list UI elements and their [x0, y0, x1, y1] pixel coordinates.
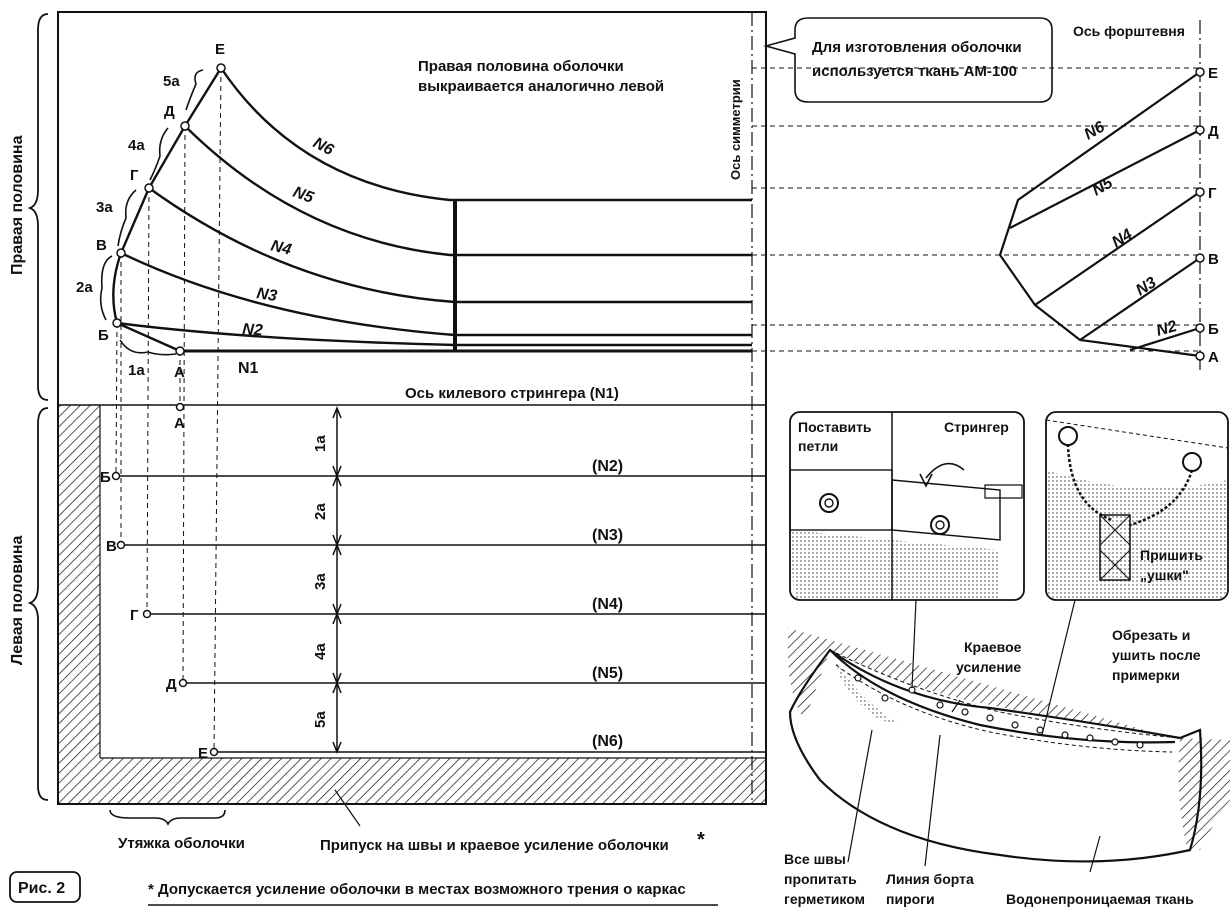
- stem-point-g: Г: [1208, 185, 1217, 202]
- allowance-asterisk: *: [697, 829, 705, 851]
- stringer-curve-n4: [148, 187, 752, 304]
- interval-label-2a: 2а: [76, 279, 93, 296]
- loops-detail-inset: [789, 411, 1025, 601]
- stem-stringer-n5: N5: [1090, 174, 1117, 199]
- dim-label-2a: 2а: [312, 503, 329, 520]
- allowance-label: Припуск на швы и краевое усиление оболоч…: [320, 837, 669, 854]
- figure-label: Рис. 2: [18, 880, 65, 897]
- point-label-g: Г: [130, 167, 139, 184]
- left-stringer-n2: (N2): [592, 458, 623, 475]
- stem-stringer-n4: N4: [1109, 226, 1135, 251]
- pattern-frame: [57, 11, 767, 805]
- interval-label-1a: 1а: [128, 362, 145, 379]
- right-half-brace: [27, 13, 49, 401]
- fabric-note-line1: Для изготовления оболочки: [812, 39, 1022, 56]
- left-stringer-n4: (N4): [592, 596, 623, 613]
- stem-point-d: Д: [1208, 123, 1219, 140]
- right-half-label: Правая половина: [9, 135, 26, 275]
- shrink-label: Утяжка оболочки: [118, 835, 245, 852]
- seams-label-line3: герметиком: [784, 891, 865, 907]
- waterproof-label: Водонепроницаемая ткань: [1006, 891, 1194, 907]
- left-half-label: Левая половина: [9, 535, 26, 665]
- trim-label-line3: примерки: [1112, 667, 1180, 683]
- stem-axis-label: Ось форштевня: [1073, 23, 1185, 39]
- ears-label-line1: Пришить: [1140, 547, 1203, 563]
- edge-label-line2: усиление: [956, 659, 1021, 675]
- interval-label-5a: 5а: [163, 73, 180, 90]
- side-line-label-line1: Линия борта: [886, 871, 974, 887]
- point-label-v: В: [96, 237, 107, 254]
- dim-label-1a: 1а: [312, 435, 329, 452]
- stem-point-v: В: [1208, 251, 1219, 268]
- stem-point-markers: [1195, 67, 1205, 361]
- seams-label-line1: Все швы: [784, 851, 846, 867]
- stringer-label-n4: N4: [269, 237, 293, 258]
- stringer-label-n3: N3: [255, 285, 278, 305]
- stringer-curves: [112, 67, 752, 353]
- point-label-e: Е: [215, 41, 225, 58]
- stem-point-e: Е: [1208, 65, 1218, 82]
- left-stringer-n6: (N6): [592, 733, 623, 750]
- stem-section: [998, 71, 1201, 358]
- trim-label-line2: ушить после: [1112, 647, 1201, 663]
- symmetry-axis-label: Ось симметрии: [728, 79, 743, 180]
- left-point-markers: [111, 402, 219, 757]
- ears-label-line2: „ушки": [1140, 567, 1189, 583]
- dim-label-5a: 5а: [312, 711, 329, 728]
- stem-stringer-n2: N2: [1154, 318, 1178, 340]
- left-point-d: Д: [166, 676, 177, 693]
- loops-label-line2: петли: [798, 438, 838, 454]
- projection-lines: [115, 67, 1200, 753]
- stringer-curve-n6: [220, 67, 752, 202]
- stringer-curve-n5: [184, 125, 752, 257]
- boat-hull-illustration: [788, 599, 1230, 863]
- ears-detail-inset: [1045, 411, 1229, 601]
- stringer-label-n1: N1: [238, 360, 259, 377]
- fabric-callout-box: [762, 17, 1053, 103]
- trim-label-line1: Обрезать и: [1112, 627, 1190, 643]
- point-label-a: А: [174, 364, 185, 381]
- stringer-detail-label: Стрингер: [944, 419, 1009, 435]
- fabric-note-line2: используется ткань АМ-100: [812, 63, 1017, 80]
- left-point-g: Г: [130, 607, 139, 624]
- left-point-v: В: [106, 538, 117, 555]
- stringer-curve-n2: [116, 321, 752, 347]
- stringer-label-n6: N6: [310, 135, 336, 160]
- left-point-b: Б: [100, 469, 111, 486]
- left-point-a: А: [174, 415, 185, 432]
- footnote: * Допускается усиление оболочки в местах…: [148, 881, 686, 898]
- left-half-brace: [27, 407, 49, 801]
- stringer-label-n5: N5: [291, 184, 317, 207]
- keel-axis-label: Ось килевого стрингера (N1): [405, 385, 619, 402]
- point-markers: [112, 63, 226, 356]
- dim-label-3a: 3а: [312, 573, 329, 590]
- left-stringer-lines: [116, 475, 766, 753]
- interval-label-3a: 3а: [96, 199, 113, 216]
- side-line-label-line2: пироги: [886, 891, 935, 907]
- dim-label-4a: 4а: [312, 643, 329, 660]
- left-stringer-n5: (N5): [592, 665, 623, 682]
- right-half-note-line2: выкраивается аналогично левой: [418, 78, 664, 95]
- left-stringer-n3: (N3): [592, 527, 623, 544]
- stringer-label-n2: N2: [242, 321, 264, 339]
- shrink-brace: [109, 809, 226, 826]
- stem-point-a: А: [1208, 349, 1219, 366]
- stem-point-b: Б: [1208, 321, 1219, 338]
- seams-label-line2: пропитать: [784, 871, 857, 887]
- figure-label-box: [9, 871, 81, 903]
- allowance-hatch: [58, 405, 766, 804]
- edge-label-line1: Краевое: [964, 639, 1022, 655]
- interval-label-4a: 4а: [128, 137, 145, 154]
- loops-label-line1: Поставить: [798, 419, 872, 435]
- stem-stringer-n3: N3: [1133, 274, 1159, 299]
- right-half-note-line1: Правая половина оболочки: [418, 58, 624, 75]
- stringer-curve-n3: [120, 251, 752, 337]
- point-label-d: Д: [164, 103, 175, 120]
- dimension-arrows: [332, 405, 342, 755]
- point-label-b: Б: [98, 327, 109, 344]
- left-point-e: Е: [198, 745, 208, 762]
